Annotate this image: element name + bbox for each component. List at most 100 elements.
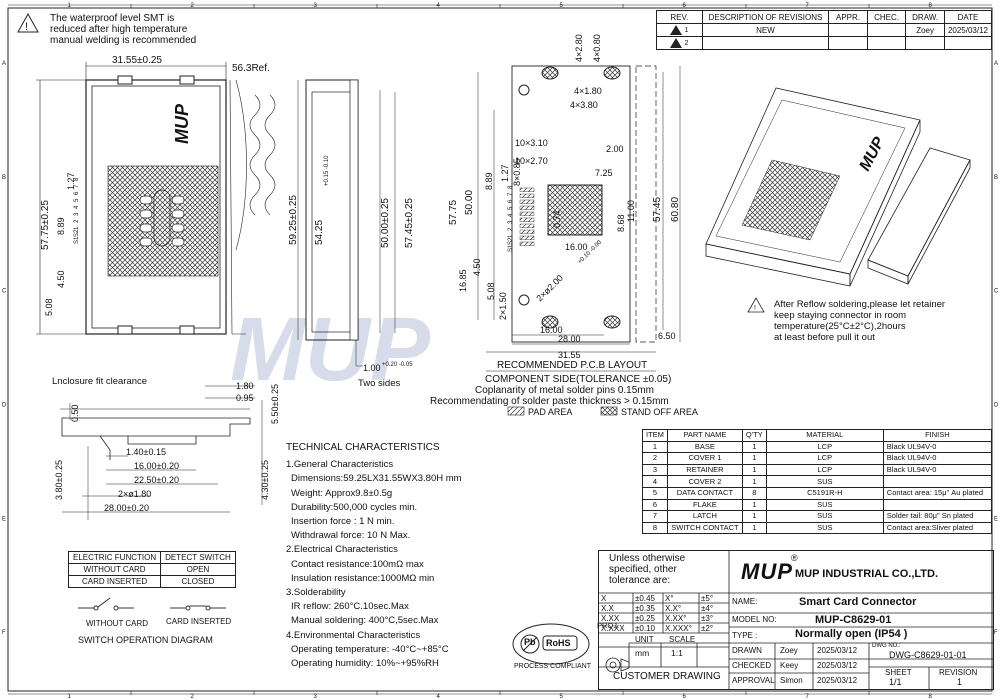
model-label: MODEL NO: xyxy=(732,615,777,624)
revision-label: REVISION xyxy=(939,668,978,677)
tolerance-cell: ±0.10 xyxy=(635,624,655,633)
pcb-pad xyxy=(519,229,535,234)
drawn-label: DRAWN xyxy=(732,646,762,655)
bom-cell: 1 xyxy=(741,463,767,477)
pcb-4x1-80: 4×1.80 xyxy=(574,86,602,96)
front-contact xyxy=(171,237,185,247)
sec-2x1-80: 2×ø1.80 xyxy=(118,489,151,499)
bom-cell: 1 xyxy=(741,475,767,488)
pcb-0-74: 0.74 xyxy=(552,210,562,228)
tolerance-cell: X xyxy=(601,594,607,603)
tech-line: Operating humidity: 10%~+95%RH xyxy=(291,658,439,670)
front-view: 31.55±0.25 56.3Ref. 57.75±0.25 8.89 1.27… xyxy=(36,55,276,335)
rev-cell xyxy=(828,36,868,50)
revision-value: 1 xyxy=(957,677,963,687)
tech-line: Contact resistance:100mΩ max xyxy=(291,558,424,570)
enclosure-label: Lnclosure fit clearance xyxy=(52,376,147,387)
front-pin-label: 7 xyxy=(74,184,80,188)
approval-date: 2025/03/12 xyxy=(817,676,858,685)
tech-line: Insulation resistance:1000MΩ min xyxy=(291,572,435,584)
pcb-6-50: 6.50 xyxy=(658,331,676,341)
title-block: Unless otherwise specified, other tolera… xyxy=(597,550,994,690)
pcb-pin-label: 3 xyxy=(508,220,514,224)
switch-label-without: WITHOUT CARD xyxy=(86,619,148,628)
dim-side-50-00: 50.00±0.25 xyxy=(380,198,391,248)
warning-mark: ! xyxy=(25,21,28,33)
pcb-layout: 4×2.80 4×0.80 4×1.80 4×3.80 10×3.10 10×2… xyxy=(448,34,681,360)
bom-cell: Solder tail: 80μ" Sn plated xyxy=(882,510,993,523)
pcb-16-00b: 16.00 xyxy=(540,325,563,335)
isometric-view: MUP xyxy=(705,87,971,287)
tech-line: Withdrawal force: 10 N Max. xyxy=(291,530,411,542)
pcb-pin-label: 1 xyxy=(508,234,514,238)
rev-row: 2 xyxy=(656,36,993,50)
sec-22-50: 22.50±0.20 xyxy=(134,475,179,485)
grid-col-label: 4 xyxy=(437,694,441,699)
bom-cell xyxy=(882,475,993,488)
tolerance-cell: ±5° xyxy=(701,594,714,603)
sec-1-40: 1.40±0.15 xyxy=(126,447,166,457)
pcb-57-45: 57.45 xyxy=(652,197,663,222)
pcb-caption-subtitle: COMPONENT SIDE(TOLERANCE ±0.05) xyxy=(485,374,671,385)
bom-cell: 7 xyxy=(642,510,668,523)
bom-cell: LATCH xyxy=(666,510,743,523)
dim-front-width: 31.55±0.25 xyxy=(112,55,162,66)
bom-cell: BASE xyxy=(666,440,743,454)
sheet-label: SHEET xyxy=(885,668,912,677)
pb-icon: Pb xyxy=(524,637,536,647)
front-pin-label: 6 xyxy=(74,191,80,195)
switch-diagram-title: SWITCH OPERATION DIAGRAM xyxy=(78,635,213,645)
grid-row-label: C xyxy=(2,289,7,295)
bom-cell: COVER 1 xyxy=(666,452,743,465)
switch-symbols xyxy=(78,597,226,611)
front-pin-label: 2 xyxy=(74,219,80,223)
rev-cell: NEW xyxy=(701,23,830,37)
two-sides-label: Two sides xyxy=(358,378,400,389)
bom-cell: 5 xyxy=(642,486,668,500)
switch-row: WITHOUT CARD OPEN xyxy=(67,563,236,576)
checked-by: Keey xyxy=(780,661,799,670)
grid-row-label: B xyxy=(994,175,998,181)
sheet-value: 1/1 xyxy=(889,677,902,687)
pcb-pin-label: S1 xyxy=(508,244,514,252)
dim-front-5-08: 5.08 xyxy=(44,298,54,316)
grid-col-label: 8 xyxy=(929,694,933,699)
pcb-8-89: 8.89 xyxy=(484,172,494,190)
pcb-pad xyxy=(519,187,535,192)
rev-cell: Zoey xyxy=(905,23,945,37)
bom-cell: SUS xyxy=(765,510,884,523)
pcb-pin-label: S2 xyxy=(508,237,514,245)
dim-side-1-00: 1.00 xyxy=(363,363,381,373)
rev-header: APPR. xyxy=(828,10,868,24)
bom-cell: Contact area:Sliver plated xyxy=(882,521,993,535)
grid-row-label: D xyxy=(2,402,7,408)
grid-col-label: 3 xyxy=(314,694,318,699)
bom-cell: COVER 2 xyxy=(666,475,743,488)
pcb-7-25: 7.25 xyxy=(595,168,613,178)
tech-characteristics: TECHNICAL CHARACTERISTICS 1.General Char… xyxy=(286,441,462,671)
bom-cell: SUS xyxy=(765,521,884,535)
tolerance-note-line: tolerance are: xyxy=(609,575,671,586)
tolerance-cell: ±0.35 xyxy=(635,604,655,613)
pcb-pin-label: 4 xyxy=(508,213,514,217)
bom-cell: 1 xyxy=(741,452,767,465)
checked-label: CHECKED xyxy=(732,661,772,670)
tech-line: Dimensions:59.25LX31.55WX3.80H mm xyxy=(291,473,462,485)
tolerance-cell: ±0.25 xyxy=(635,614,655,623)
rev-header: DRAW. xyxy=(905,10,945,24)
pcb-pin-label: 2 xyxy=(508,227,514,231)
registered-mark: ® xyxy=(791,553,798,563)
tech-line: Insertion force : 1 N min. xyxy=(291,516,395,528)
pcb-8x0-85: 8×0.85 xyxy=(512,158,522,186)
tech-line: IR reflow: 260°C.10sec.Max xyxy=(291,601,409,613)
tolerance-note: Unless otherwise specified, other tolera… xyxy=(609,553,685,586)
bom-header: ITEM xyxy=(642,429,668,442)
grid-row-label: A xyxy=(994,61,998,67)
pcb-8-68: 8.68 xyxy=(616,214,626,232)
warning-icon xyxy=(17,12,39,33)
pad-area-label: PAD AREA xyxy=(528,407,572,417)
